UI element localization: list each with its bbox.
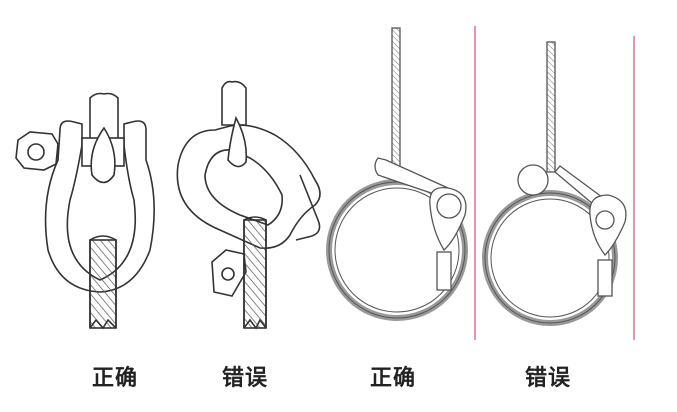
choker-wrong-figure <box>482 41 627 326</box>
label-shackle-correct: 正确 <box>92 366 139 391</box>
shackle-wrong-figure <box>176 80 321 330</box>
label-choker-correct: 正确 <box>370 366 417 391</box>
shackle-correct-figure <box>15 92 155 330</box>
choker-correct-figure <box>326 27 468 321</box>
label-choker-wrong: 错误 <box>525 366 572 391</box>
label-shackle-wrong: 错误 <box>222 366 269 391</box>
